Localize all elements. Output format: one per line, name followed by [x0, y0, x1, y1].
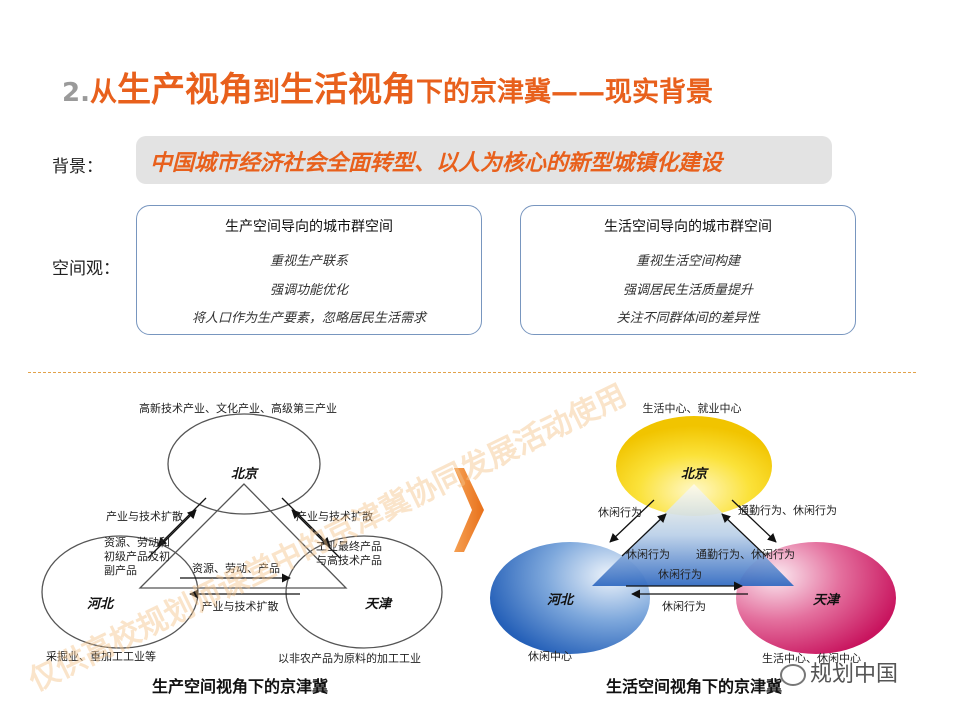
title-part: 到 — [252, 77, 280, 108]
hb-tj-flow-text: 资源、劳动、产品 — [192, 561, 280, 575]
center-triangle — [138, 483, 348, 589]
right-diagram-caption: 生活空间视角下的京津冀 — [606, 677, 782, 696]
tianjin-circle — [285, 535, 443, 649]
beijing-label: 北京 — [681, 466, 709, 482]
space-view-label: 空间观： — [52, 259, 120, 279]
beijing-label: 北京 — [231, 466, 259, 482]
hb-bj-flow-text: 资源、劳动和 — [104, 535, 170, 549]
hb-bj-flow-text: 副产品 — [104, 563, 137, 577]
beijing-circle — [167, 413, 321, 515]
hb-bj-flow-text: 初级产品及初 — [104, 549, 170, 563]
living-item: 重视生活空间构建 — [635, 254, 740, 269]
living-item: 关注不同群体间的差异性 — [616, 311, 760, 326]
arrow-tj-bj — [721, 513, 767, 557]
hebei-label: 河北 — [87, 596, 115, 612]
background-bar — [136, 136, 832, 184]
tj-hb-flow-text: 产业与技术扩散 — [202, 599, 279, 613]
arrow-bj-tj — [281, 497, 331, 547]
tj-bj-flow-text: 工业最终产品 — [316, 539, 382, 553]
title-part: 生产视角 — [116, 70, 253, 110]
arrow-hb-bj — [147, 509, 197, 559]
tianjin-label: 天津 — [365, 596, 393, 612]
production-item: 将人口作为生产要素，忽略居民生活需求 — [191, 311, 426, 326]
bj-tj-flow-text: 产业与技术扩散 — [296, 509, 373, 523]
tj-hb-flow-text: 休闲行为 — [662, 599, 706, 613]
production-item: 重视生产联系 — [269, 254, 348, 269]
title-part: 生活视角 — [279, 70, 416, 110]
production-box-header: 生产空间导向的城市群空间 — [225, 219, 393, 235]
hb-bj-flow-text: 休闲行为 — [626, 547, 670, 561]
bj-tj-flow-text: 通勤行为、休闲行为 — [738, 503, 837, 517]
background-text: 中国城市经济社会全面转型、以人为核心的新型城镇化建设 — [150, 151, 723, 176]
logo-text: 规划中国 — [810, 662, 899, 687]
arrow-bj-hb — [157, 497, 207, 547]
title-part: 下的京津冀——现实背景 — [415, 77, 713, 108]
production-space-diagram: 高新技术产业、文化产业、高级第三产业 北京 河北 天津 产业与技术扩散 产业与技… — [41, 401, 443, 696]
bj-note-text: 生活中心、就业中心 — [643, 401, 742, 415]
wechat-icon — [780, 664, 806, 686]
hb-tj-flow-text: 休闲行为 — [658, 567, 702, 581]
arrow-bj-tj — [731, 499, 777, 543]
production-item: 强调功能优化 — [269, 283, 348, 298]
center-triangle — [592, 484, 794, 586]
wechat-logo: 规划中国 — [780, 656, 898, 688]
title-part: 从 — [89, 77, 117, 108]
arrow-hb-bj — [621, 513, 667, 557]
section-divider — [28, 372, 916, 373]
tianjin-note-text: 以非农产品为原料的加工工业 — [278, 651, 421, 665]
tj-bj-flow-text: 通勤行为、休闲行为 — [696, 547, 795, 561]
arrow-tj-bj — [291, 509, 341, 559]
page-title: 2.从生产视角到生活视角下的京津冀——现实背景 — [62, 62, 713, 111]
tianjin-label: 天津 — [813, 592, 841, 608]
arrow-bj-hb — [609, 499, 655, 543]
bj-note-text: 高新技术产业、文化产业、高级第三产业 — [139, 401, 337, 415]
beijing-circle — [616, 416, 772, 516]
title-number: 2. — [62, 78, 90, 108]
bj-hb-flow-text: 休闲行为 — [598, 505, 642, 519]
living-item: 强调居民生活质量提升 — [622, 283, 753, 298]
transition-arrow-icon — [454, 468, 484, 552]
living-box-header: 生活空间导向的城市群空间 — [604, 219, 772, 235]
background-label: 背景： — [52, 157, 103, 177]
left-diagram-caption: 生产空间视角下的京津冀 — [152, 677, 328, 696]
production-space-box: 生产空间导向的城市群空间 重视生产联系 强调功能优化 将人口作为生产要素，忽略居… — [136, 205, 482, 335]
bj-hb-flow-text: 产业与技术扩散 — [106, 509, 183, 523]
hebei-label: 河北 — [547, 592, 575, 608]
hebei-note-text: 采掘业、重加工工业等 — [46, 649, 156, 663]
living-space-box: 生活空间导向的城市群空间 重视生活空间构建 强调居民生活质量提升 关注不同群体间… — [520, 205, 856, 335]
tianjin-note-text: 生活中心、休闲中心 — [762, 651, 861, 665]
living-space-diagram: 生活中心、就业中心 北京 河北 天津 休闲行为 通勤行为、休闲行为 休闲行为 通… — [490, 401, 896, 696]
tj-bj-flow-text: 与高技术产品 — [316, 553, 382, 567]
hebei-note-text: 休闲中心 — [528, 649, 572, 663]
